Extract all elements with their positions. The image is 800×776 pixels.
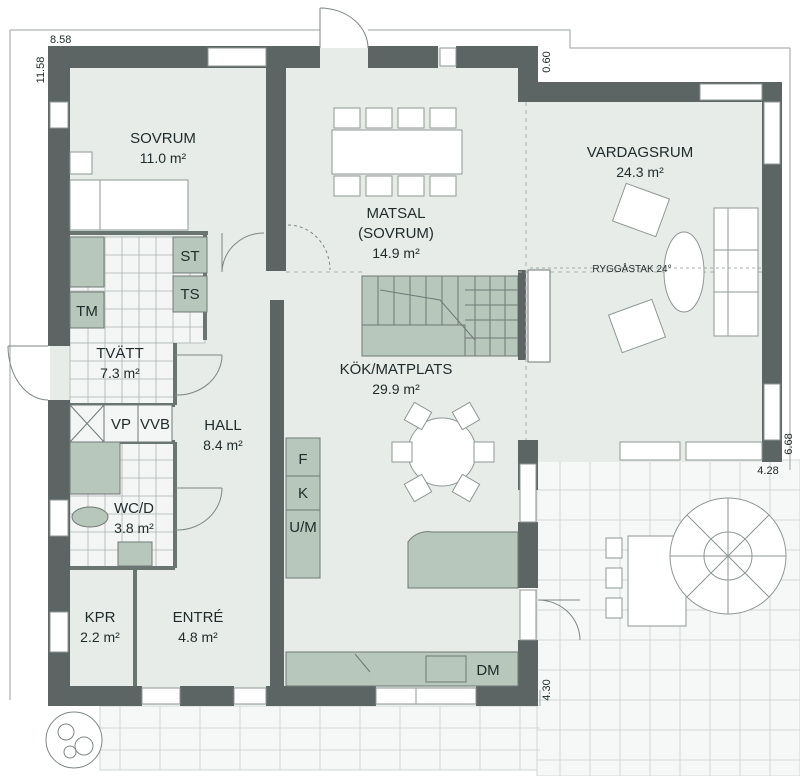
room-name-matsal: MATSAL bbox=[367, 205, 426, 222]
staircase bbox=[361, 275, 519, 357]
fixture-label-k: K bbox=[298, 485, 308, 502]
fixture-label-dm: DM bbox=[476, 662, 499, 679]
room-area-tvatt: 7.3 m² bbox=[100, 365, 140, 381]
dimension-right-a: 6.68 bbox=[783, 433, 795, 454]
fixtures bbox=[69, 236, 551, 687]
fixture-label-vp: VP bbox=[111, 416, 131, 433]
fixture-label-f: F bbox=[298, 451, 307, 468]
room-area-kok: 29.9 m² bbox=[372, 381, 420, 397]
dimension-right-b: 4.28 bbox=[757, 465, 778, 477]
room-sub-matsal: (SOVRUM) bbox=[358, 225, 434, 242]
room-name-entre: ENTRÉ bbox=[173, 609, 224, 626]
fixture-label-um: U/M bbox=[289, 519, 317, 536]
dimension-bottom: 4.30 bbox=[541, 679, 553, 700]
room-name-vardagsrum: VARDAGSRUM bbox=[587, 144, 693, 161]
room-name-hall: HALL bbox=[204, 417, 242, 434]
living-furniture bbox=[607, 182, 759, 354]
room-area-hall: 8.4 m² bbox=[203, 437, 243, 453]
bedroom-furniture bbox=[69, 151, 189, 231]
room-area-matsal: 14.9 m² bbox=[372, 245, 420, 261]
dimension-left-top: 11.58 bbox=[35, 57, 47, 84]
room-area-kpr: 2.2 m² bbox=[80, 629, 120, 645]
roof-pitch-note: RYGGÅSTAK 24° bbox=[592, 262, 671, 275]
room-name-tvatt: TVÄTT bbox=[96, 345, 144, 362]
room-area-wcd: 3.8 m² bbox=[114, 520, 154, 536]
room-name-sovrum: SOVRUM bbox=[130, 130, 196, 147]
dimension-top-left: 8.58 bbox=[50, 34, 71, 46]
patio-furniture bbox=[605, 497, 787, 627]
room-name-wcd: WC/D bbox=[114, 500, 154, 517]
room-name-kpr: KPR bbox=[85, 609, 116, 626]
dining-furniture bbox=[331, 107, 495, 503]
room-area-entre: 4.8 m² bbox=[178, 629, 218, 645]
fixture-label-vvb: VVB bbox=[140, 416, 170, 433]
room-area-vardagsrum: 24.3 m² bbox=[616, 164, 664, 180]
fixture-label-st: ST bbox=[180, 248, 199, 265]
windows bbox=[49, 47, 781, 705]
fixture-label-ts: TS bbox=[180, 286, 199, 303]
tree-icon bbox=[45, 711, 103, 769]
room-area-sovrum: 11.0 m² bbox=[140, 150, 187, 166]
dimension-top-mid: 0.60 bbox=[541, 51, 553, 72]
doors bbox=[7, 7, 581, 641]
fixture-label-tm: TM bbox=[76, 303, 98, 320]
room-name-kok: KÖK/MATPLATS bbox=[340, 360, 453, 378]
